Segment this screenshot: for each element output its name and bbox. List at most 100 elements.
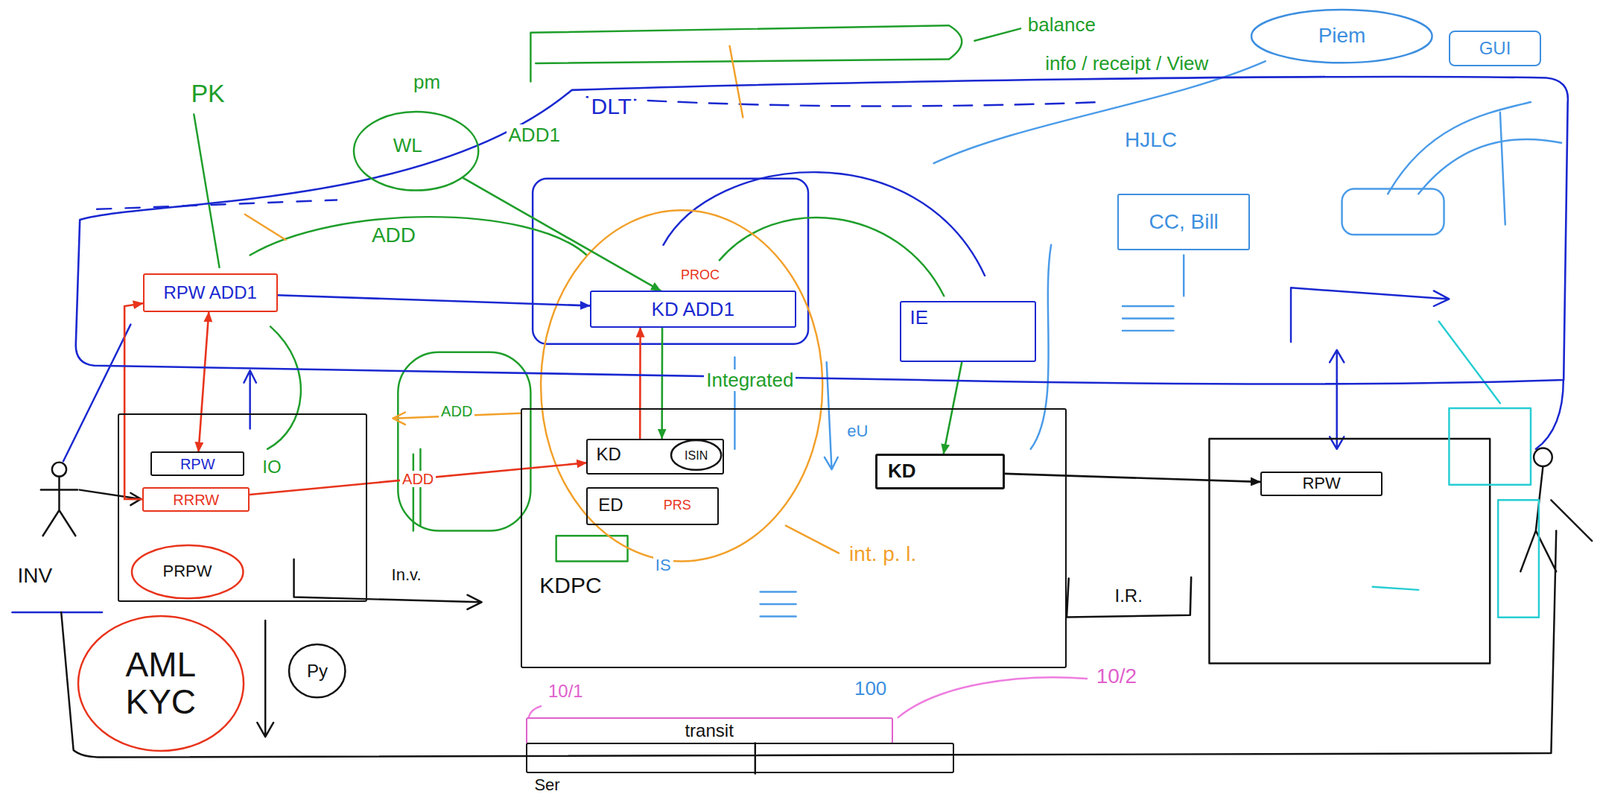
connector: [1004, 473, 1261, 482]
node-label: WL: [391, 134, 425, 157]
blue-line: [63, 324, 131, 462]
process-box: RRRW: [142, 487, 250, 512]
node-label: In.v.: [389, 566, 424, 584]
note: int. p. l.: [846, 543, 919, 567]
node-label: CC, Bill: [1147, 210, 1221, 234]
callout-number: 10/2: [1094, 665, 1140, 689]
ellipse-outline: [1251, 9, 1433, 63]
arrow-line: [256, 620, 274, 737]
process-box: ED PRS: [586, 487, 719, 526]
node-label: DLT: [588, 93, 634, 119]
underline: [11, 611, 103, 614]
node-label: I.R.: [1112, 586, 1145, 606]
node-label: KDPC: [537, 572, 604, 598]
outline-path: [73, 73, 1570, 391]
list-mark: [760, 592, 797, 617]
node-label: RPW ADD1: [161, 283, 260, 303]
cyan-box: [1448, 408, 1531, 485]
green-strokes: [413, 449, 421, 532]
leader-line: [785, 525, 839, 554]
blue-line: [1535, 379, 1564, 450]
note: balance: [1025, 14, 1098, 36]
node-label: RRRW: [170, 491, 222, 509]
node-label: KD: [593, 444, 623, 465]
connector: [463, 178, 661, 291]
green-bracket: [530, 25, 962, 82]
blue-curve: [663, 172, 986, 276]
lightblue-line: [1500, 112, 1506, 225]
person-figure: [40, 476, 78, 536]
ellipse-outline: [131, 545, 243, 599]
process-box: RPW ADD1: [143, 273, 278, 313]
note: ADD: [369, 224, 418, 248]
ellipse-node: PRPW: [130, 543, 245, 600]
connector: [249, 462, 587, 495]
cyan-line: [1372, 321, 1501, 590]
circle-node: pmWL: [352, 110, 480, 193]
outline-group: [75, 76, 1568, 384]
title-note: INV: [15, 564, 56, 588]
note: info / receipt / View: [1042, 52, 1211, 75]
orange-loop: [540, 210, 823, 561]
pink-curve: [528, 706, 541, 718]
callout-number: 10/1: [545, 681, 586, 701]
region: DLT RPW ADD1 KD ADD1 IE CC, Bill: [73, 73, 1570, 391]
lightblue-box: [1342, 188, 1445, 235]
node-label: RPW: [178, 455, 218, 473]
node-label: Ser: [531, 776, 562, 795]
ellipse-node: Piem: [1249, 8, 1434, 65]
node-label: AML KYC: [102, 645, 219, 722]
note: ADD1: [506, 124, 563, 146]
person-figure: [1533, 447, 1553, 467]
note: Integrated: [703, 369, 796, 392]
dashed-line: [586, 96, 1103, 106]
system-box: KDPC KD ISIN ED PRS KD: [520, 408, 1067, 669]
circle-node: ISIN: [669, 438, 723, 472]
arrow-line: [79, 490, 141, 506]
ellipse-outline: [289, 644, 345, 698]
node-label: IE: [908, 306, 932, 329]
node-label: GUI: [1477, 38, 1514, 59]
note: PROC: [678, 268, 722, 284]
node-label: RPW: [1299, 474, 1343, 493]
lightblue-line: [1182, 255, 1185, 297]
process-box: KD ISIN: [586, 438, 725, 475]
lightblue-curve: [1030, 245, 1052, 450]
circle-node: AML KYC: [76, 614, 246, 753]
list-mark: [1122, 306, 1174, 331]
connector: [639, 327, 642, 439]
orange-line: [245, 214, 287, 240]
green-arc: [250, 216, 587, 255]
ellipse-outline: [353, 111, 479, 191]
blue-arrow: [1290, 287, 1449, 342]
process-box: RPW: [150, 451, 245, 476]
note: PK: [188, 79, 227, 108]
person-figure: [52, 462, 67, 477]
outer-line: [61, 530, 1557, 757]
note: ADD: [438, 402, 475, 420]
green-ring: [397, 352, 531, 532]
note: IS: [653, 556, 674, 575]
outline-path: [75, 76, 1568, 384]
process-box: RPW: [1260, 471, 1383, 497]
connector: [124, 303, 144, 500]
sketch-group: [11, 25, 1592, 774]
process-box: KD ADD1: [589, 290, 797, 328]
divider: [754, 742, 757, 774]
process-box: KD: [875, 453, 1005, 490]
callout-number: 100: [852, 677, 889, 700]
node-label: pm: [411, 71, 443, 94]
blue-arrow: [243, 370, 256, 429]
blue-double-arrow: [1329, 350, 1344, 450]
process-box: IE: [899, 300, 1036, 363]
orange-line: [729, 46, 744, 118]
node-label: KD: [885, 460, 919, 482]
leader-line: [974, 28, 1021, 41]
connector: [198, 312, 209, 452]
node-label: ED: [595, 495, 625, 515]
note: HJLC: [1122, 128, 1180, 152]
connector: [277, 294, 590, 306]
node-label: PRS: [661, 498, 694, 514]
